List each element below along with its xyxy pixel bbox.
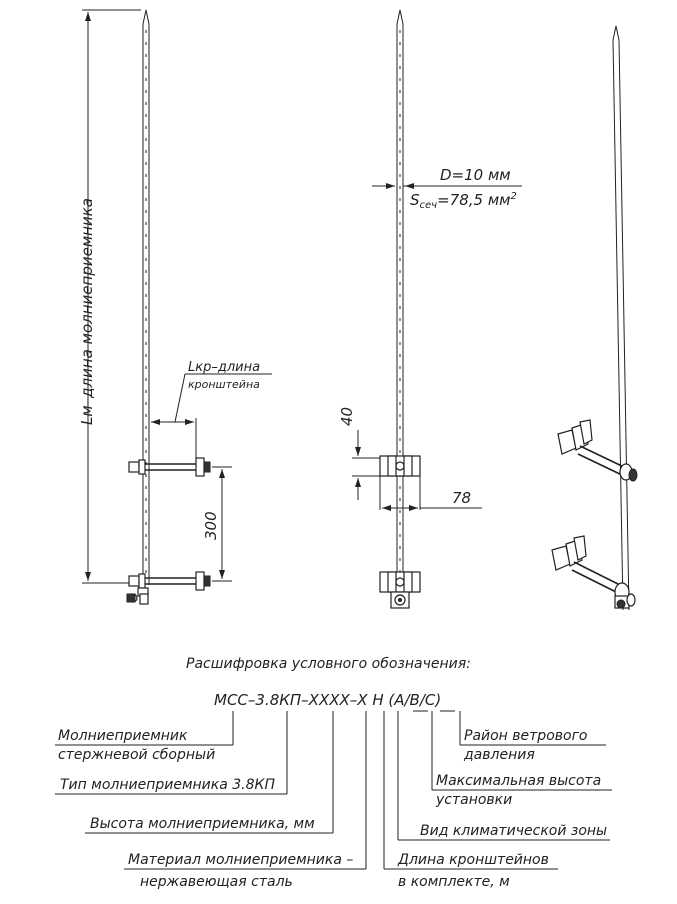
dimension-40: 40 bbox=[338, 407, 382, 500]
rod-view-1 bbox=[142, 9, 150, 585]
legend-max-height-line2: установки bbox=[435, 792, 512, 808]
legend-title: Расшифровка условного обозначения: bbox=[186, 656, 471, 672]
bracket-upper-view-2 bbox=[379, 455, 421, 510]
dim-40-label: 40 bbox=[338, 407, 356, 426]
bracket-lower-view-3 bbox=[551, 535, 636, 609]
view-front-dimensioned: D=10 мм Sсеч=78,5 мм2 40 78 bbox=[338, 9, 522, 609]
legend-brackets-line2: в комплекте, м bbox=[398, 874, 510, 890]
bracket-upper-view-3 bbox=[557, 419, 638, 482]
legend-model: Тип молниеприемника 3.8КП bbox=[60, 777, 275, 793]
bracket-lower-view-1 bbox=[126, 571, 211, 605]
bracket-lower-view-2 bbox=[379, 571, 421, 609]
bracket-upper-view-1 bbox=[128, 457, 211, 477]
lm-label: Lм–длина молниеприемника bbox=[78, 198, 96, 425]
rod-view-3 bbox=[612, 25, 630, 611]
section-label: Sсеч=78,5 мм2 bbox=[410, 191, 517, 211]
dimension-300: 300 bbox=[202, 466, 232, 582]
legend-brackets-line1: Длина кронштейнов bbox=[397, 852, 549, 868]
lkr-label-line1: Lкр–длина bbox=[188, 360, 260, 375]
legend-rod-type-line2: стержневой сборный bbox=[58, 747, 215, 763]
legend-rod-type-line1: Молниеприемник bbox=[58, 728, 188, 744]
dim-78-label: 78 bbox=[452, 489, 471, 507]
dimension-lkr: Lкр–длина кронштейна bbox=[151, 360, 272, 460]
dimension-lm: Lм–длина молниеприемника bbox=[78, 9, 141, 584]
legend-max-height-line1: Максимальная высота bbox=[436, 773, 601, 789]
dimension-78: 78 bbox=[382, 489, 482, 511]
spacing-300-label: 300 bbox=[202, 511, 220, 540]
legend-material-line1: Материал молниеприемника – bbox=[128, 852, 353, 868]
legend-height: Высота молниеприемника, мм bbox=[90, 816, 315, 832]
legend-code: МСС–3.8КП–XXXX–X Н (А/В/С) bbox=[214, 691, 441, 709]
view-side-dimensioned: Lм–длина молниеприемника Lкр–длина кронш… bbox=[78, 9, 272, 605]
legend-wind-line2: давления bbox=[463, 747, 535, 763]
legend-wind-line1: Район ветрового bbox=[464, 728, 588, 744]
legend-material-line2: нержавеющая сталь bbox=[140, 874, 293, 890]
view-isometric bbox=[551, 25, 638, 611]
lkr-label-line2: кронштейна bbox=[188, 378, 260, 391]
dimension-diameter: D=10 мм Sсеч=78,5 мм2 bbox=[372, 166, 522, 211]
legend: Расшифровка условного обозначения: МСС–3… bbox=[55, 656, 612, 890]
diameter-label: D=10 мм bbox=[440, 166, 511, 184]
legend-climate: Вид климатической зоны bbox=[420, 823, 607, 839]
legend-leaders bbox=[55, 710, 612, 870]
rod-view-2 bbox=[396, 9, 404, 590]
